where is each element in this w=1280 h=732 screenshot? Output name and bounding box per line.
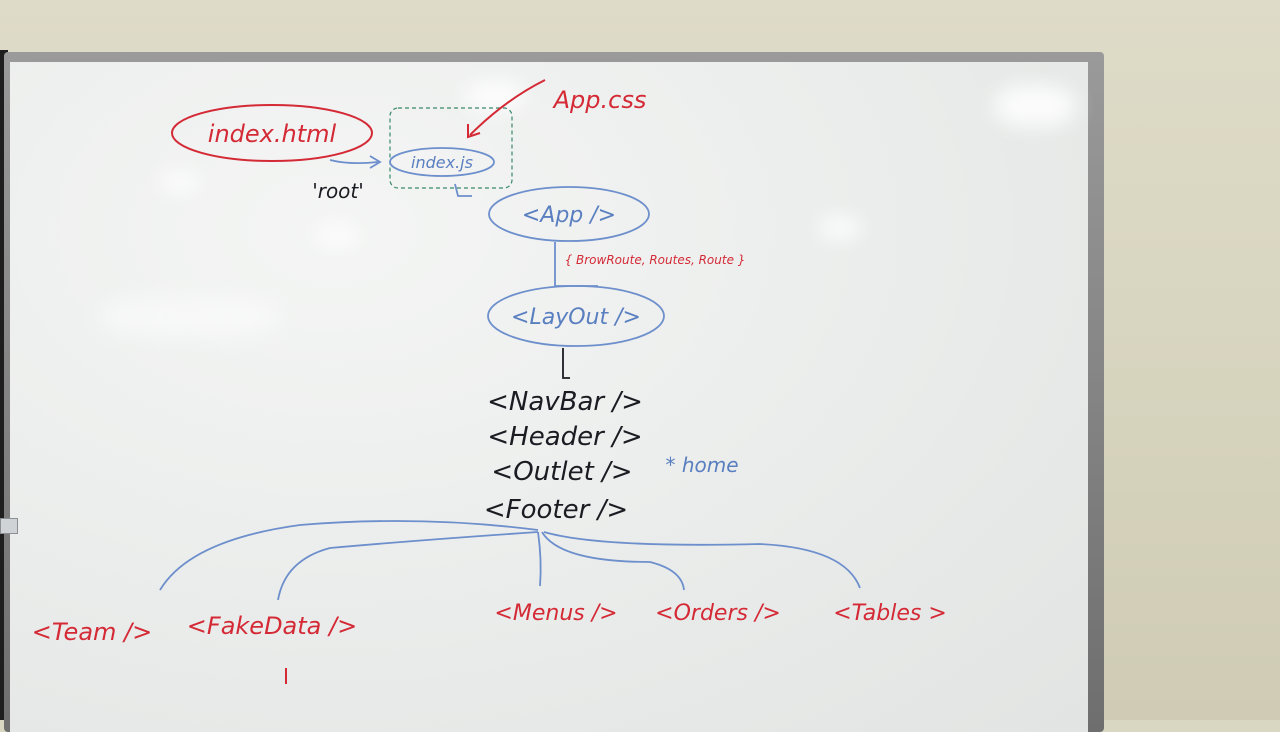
arrowhead xyxy=(369,155,382,169)
layout-label: <LayOut /> xyxy=(511,305,641,330)
board-clip xyxy=(0,518,18,534)
index-js-ellipse xyxy=(389,147,495,177)
team-label: <Team /> xyxy=(32,618,152,646)
outlet-note: * home xyxy=(665,453,738,477)
index-html-ellipse xyxy=(171,104,373,162)
index-js-label: index.js xyxy=(411,153,473,172)
outlet-label: <Outlet /> xyxy=(491,457,632,487)
js-to-app-arrow xyxy=(454,183,472,197)
glare xyxy=(995,86,1075,126)
index-js-group xyxy=(389,107,513,189)
app-css-label: App.css xyxy=(552,86,647,114)
layout-to-children-line xyxy=(562,348,570,379)
app-css-arrow xyxy=(469,79,546,136)
index-html-to-js-arrow xyxy=(329,159,379,165)
index-html-label: index.html xyxy=(208,120,337,148)
tables-label: <Tables > xyxy=(833,601,947,626)
fakedata-label: <FakeData /> xyxy=(187,612,357,640)
glare xyxy=(820,217,860,239)
header-label: <Header /> xyxy=(487,422,642,452)
app-imports-label: { BrowRoute, Routes, Route } xyxy=(565,253,746,267)
root-label: 'root' xyxy=(312,179,364,203)
glare xyxy=(160,172,200,192)
glare xyxy=(315,227,360,245)
glare xyxy=(465,82,525,110)
orders-label: <Orders /> xyxy=(655,601,781,626)
app-label: <App /> xyxy=(522,203,616,228)
layout-ellipse xyxy=(487,285,665,347)
navbar-label: <NavBar /> xyxy=(487,387,643,417)
footer-label: <Footer /> xyxy=(484,495,628,525)
whiteboard-surface xyxy=(10,62,1088,732)
route-branches xyxy=(159,520,861,601)
menus-label: <Menus /> xyxy=(494,601,617,626)
glare xyxy=(100,297,280,337)
arrowhead xyxy=(467,124,481,139)
app-ellipse xyxy=(488,186,650,242)
